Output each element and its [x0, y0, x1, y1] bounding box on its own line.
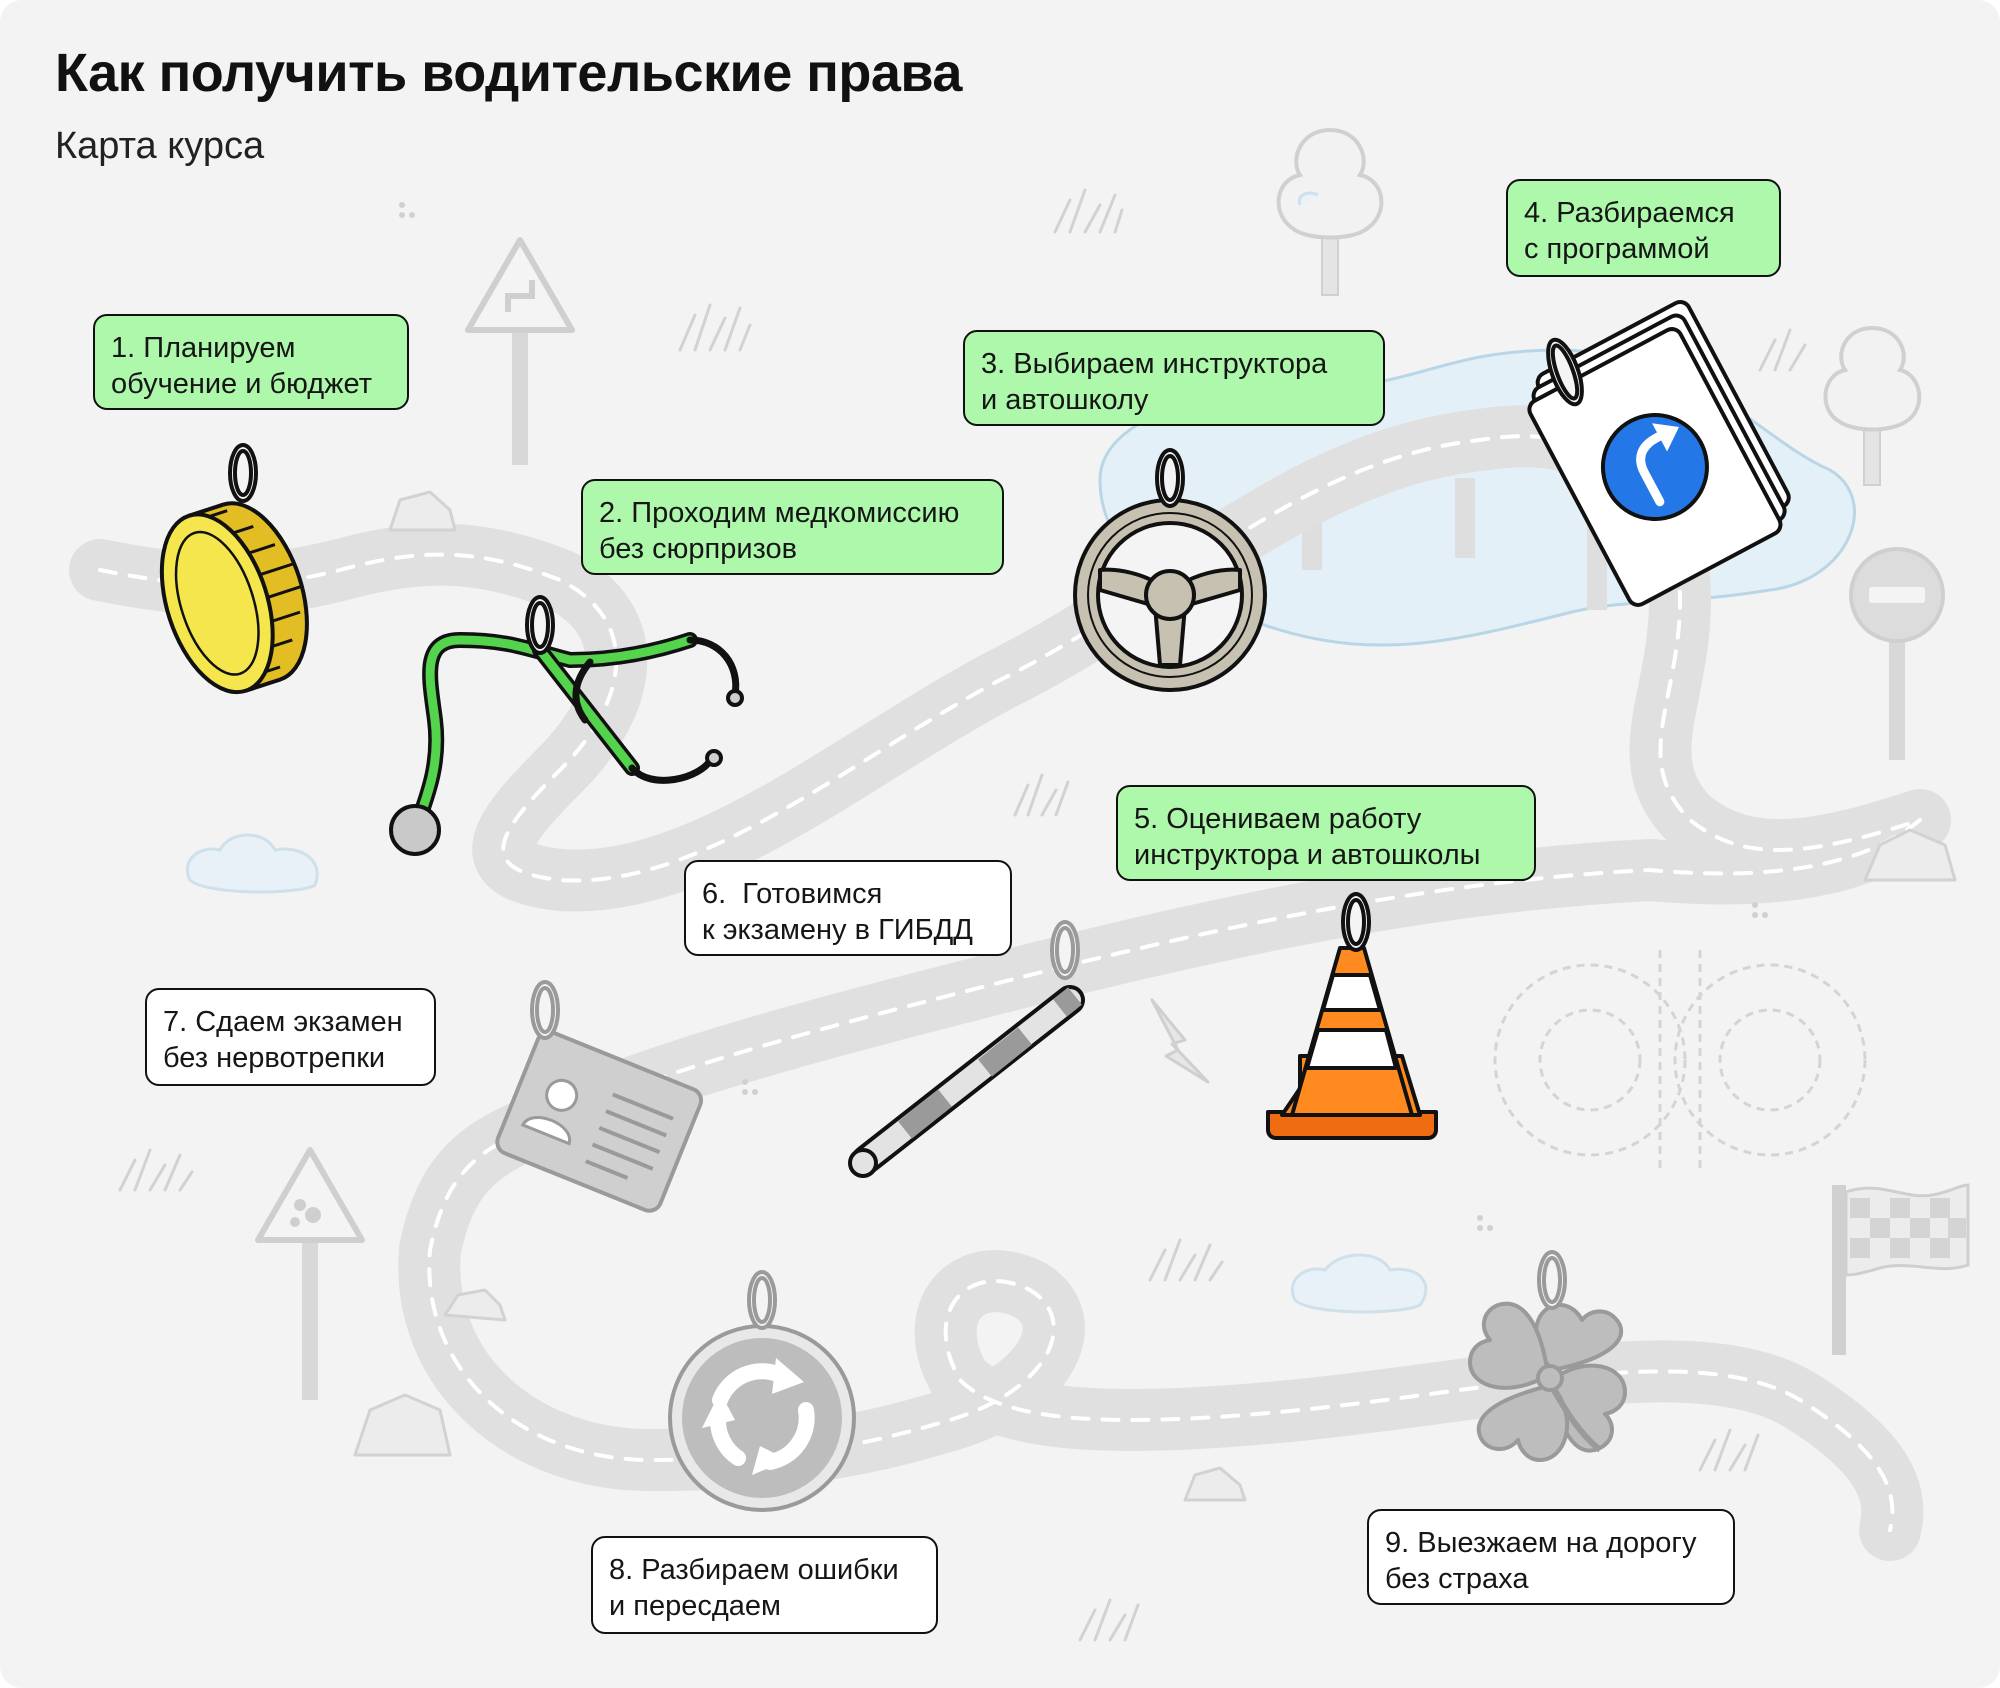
keyring-icon	[1546, 337, 1584, 407]
step-1-label: 1. Планируем обучение и бюджет	[93, 314, 409, 410]
keyring-icon	[1050, 920, 1080, 980]
step-8-line-1: 8. Разбираем ошибки	[609, 1554, 899, 1586]
driver-license-icon	[495, 1029, 704, 1213]
keyring-icon	[1341, 892, 1371, 952]
step-9-label: 9. Выезжаем на дорогу без страха	[1367, 1509, 1735, 1605]
falling-rocks-sign-icon	[255, 1147, 365, 1400]
step-3-line-1: 3. Выбираем инструктора	[981, 348, 1328, 380]
driving-school-logo-watermark	[1493, 950, 1867, 1170]
page-subtitle: Карта курса	[55, 125, 265, 167]
keyring-icon	[1537, 1250, 1567, 1310]
step-4-line-1: 4. Разбираемся	[1524, 197, 1735, 229]
no-entry-sign-icon	[1849, 547, 1945, 760]
step-2-line-1: 2. Проходим медкомиссию	[599, 497, 960, 529]
rule-book-icon	[1527, 300, 1791, 607]
coin-icon	[159, 501, 309, 695]
clover-icon	[1468, 1301, 1627, 1462]
tree-icon	[1276, 127, 1384, 296]
step-5-label: 5. Оцениваем работу инструктора и автошк…	[1116, 785, 1536, 881]
finish-flag-icon	[1832, 1183, 1970, 1355]
clouds	[185, 191, 1428, 1314]
decor-dots	[399, 202, 1768, 1231]
step-3-label: 3. Выбираем инструктора и автошколу	[963, 330, 1385, 426]
step-8-line-2: и пересдаем	[609, 1590, 781, 1622]
step-3-line-2: и автошколу	[981, 384, 1149, 416]
keyring-icon	[525, 595, 555, 655]
step-4-line-2: с программой	[1524, 233, 1710, 265]
step-7-line-1: 7. Сдаем экзамен	[163, 1006, 403, 1038]
step-5-line-1: 5. Оцениваем работу	[1134, 803, 1422, 835]
stethoscope-earpiece	[726, 689, 744, 707]
keyring-icon	[530, 980, 560, 1040]
step-6-line-1: 6. Готовимся	[702, 878, 883, 910]
step-1-line-2: обучение и бюджет	[111, 368, 372, 400]
lightning-icon	[1150, 998, 1210, 1084]
step-2-label: 2. Проходим медкомиссию без сюрпризов	[581, 479, 1004, 575]
step-5-line-2: инструктора и автошколы	[1134, 839, 1481, 871]
police-baton-icon	[848, 985, 1085, 1178]
steering-wheel-icon	[1073, 498, 1267, 692]
page-title: Как получить водительские права	[55, 43, 962, 103]
step-7-label: 7. Сдаем экзамен без нервотрепки	[145, 988, 436, 1086]
step-6-line-2: к экзамену в ГИБДД	[702, 914, 973, 946]
stethoscope-chestpiece	[389, 804, 441, 856]
keyring-icon	[228, 443, 258, 503]
step-7-line-2: без нервотрепки	[163, 1042, 386, 1074]
keyring-icon	[747, 1270, 777, 1330]
keyring-icon	[1155, 448, 1185, 508]
grass-tufts	[118, 188, 1807, 1642]
step-6-label: 6. Готовимся к экзамену в ГИБДД	[684, 860, 1012, 956]
step-9-line-2: без страха	[1385, 1563, 1529, 1595]
step-2-line-2: без сюрпризов	[599, 533, 798, 565]
tree-icon	[1823, 325, 1922, 486]
stones	[353, 490, 1957, 1502]
step-8-label: 8. Разбираем ошибки и пересдаем	[591, 1536, 938, 1634]
step-9-line-1: 9. Выезжаем на дорогу	[1385, 1527, 1697, 1559]
winding-road-sign-icon	[465, 237, 575, 465]
step-4-label: 4. Разбираемся с программой	[1506, 179, 1781, 277]
step-1-line-1: 1. Планируем	[111, 332, 296, 364]
stethoscope-icon	[407, 631, 740, 838]
traffic-cone-icon	[1266, 946, 1438, 1140]
stethoscope-earpiece	[705, 749, 723, 767]
roundabout-sign-icon	[668, 1324, 856, 1512]
